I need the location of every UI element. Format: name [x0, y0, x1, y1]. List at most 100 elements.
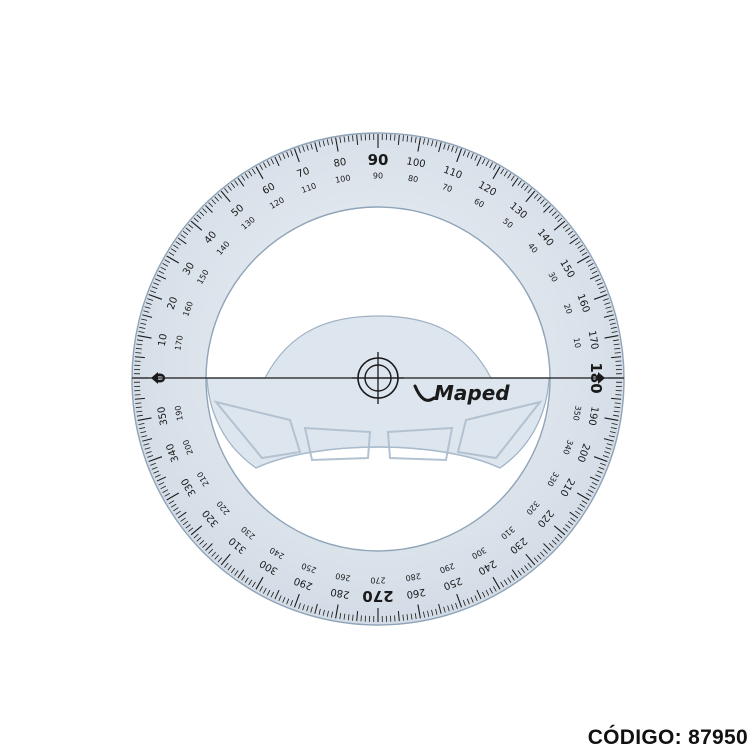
- scale-tick: [335, 137, 339, 152]
- scale-tick: [406, 614, 409, 621]
- scale-tick: [156, 274, 167, 280]
- scale-tick: [586, 493, 592, 497]
- scale-tick: [144, 447, 151, 450]
- scale-tick: [517, 180, 522, 186]
- scale-tick: [543, 548, 548, 554]
- scale-tick: [237, 569, 245, 579]
- scale-tick: [310, 606, 313, 613]
- scale-tick: [220, 553, 231, 566]
- scale-label: 350: [571, 405, 583, 422]
- scale-tick: [577, 507, 583, 512]
- scale-tick: [517, 570, 522, 576]
- scale-tick: [507, 173, 512, 179]
- scale-label: 190: [586, 406, 600, 427]
- scale-tick: [135, 347, 142, 350]
- scale-tick: [339, 136, 342, 143]
- protractor-ring: [131, 132, 625, 626]
- scale-tick: [511, 177, 519, 187]
- scale-tick: [208, 202, 213, 208]
- scale-tick: [188, 224, 194, 229]
- scale-tick: [175, 241, 181, 246]
- scale-tick: [158, 270, 165, 275]
- scale-tick: [581, 251, 588, 256]
- scale-tick: [605, 447, 612, 450]
- scale-tick: [589, 485, 596, 490]
- scale-tick: [598, 286, 605, 290]
- scale-label: 80: [333, 157, 347, 170]
- scale-tick: [180, 234, 186, 239]
- scale-tick: [143, 310, 150, 313]
- scale-tick: [322, 609, 325, 616]
- scale-tick: [485, 589, 490, 596]
- scale-tick: [302, 145, 305, 152]
- scale-tick: [356, 611, 359, 622]
- scale-tick: [142, 438, 153, 442]
- scale-tick: [136, 410, 143, 413]
- scale-tick: [447, 605, 450, 612]
- scale-tick: [562, 527, 568, 532]
- scale-tick: [190, 220, 203, 231]
- scale-label: 100: [335, 173, 352, 185]
- scale-tick: [286, 598, 290, 605]
- scale-tick: [606, 443, 613, 446]
- scale-tick: [423, 138, 425, 145]
- scale-tick: [156, 476, 167, 482]
- scale-tick: [148, 456, 163, 463]
- scale-tick: [352, 614, 354, 621]
- product-code: CÓDIGO: 87950: [587, 726, 748, 749]
- scale-tick: [551, 211, 557, 216]
- scale-tick: [456, 148, 463, 163]
- scale-label: 170: [586, 330, 600, 351]
- scale-tick: [259, 164, 263, 170]
- scale-tick: [525, 553, 536, 566]
- scale-tick: [145, 302, 152, 305]
- scale-tick: [230, 182, 236, 189]
- scale-tick: [543, 202, 548, 208]
- scale-tick: [266, 589, 271, 596]
- scale-tick: [595, 278, 602, 282]
- scale-tick: [524, 185, 529, 191]
- scale-label: 70: [441, 182, 454, 194]
- scale-tick: [604, 417, 619, 421]
- scale-label: 0: [151, 373, 169, 383]
- scale-tick: [244, 577, 249, 583]
- scale-tick: [577, 244, 583, 249]
- scale-tick: [581, 500, 588, 505]
- scale-tick: [485, 160, 490, 167]
- scale-tick: [595, 474, 602, 478]
- scale-tick: [234, 570, 239, 576]
- scale-tick: [237, 177, 245, 187]
- scale-tick: [600, 290, 606, 294]
- scale-tick: [492, 576, 501, 590]
- scale-tick: [569, 237, 579, 245]
- scale-tick: [211, 199, 216, 205]
- lower-window-edge: [255, 446, 501, 469]
- scale-tick: [489, 162, 493, 169]
- scale-tick: [435, 608, 438, 615]
- scale-tick: [182, 520, 189, 526]
- scale-tick: [137, 335, 152, 339]
- scale-tick: [431, 609, 434, 616]
- scale-tick: [139, 427, 146, 430]
- scale-tick: [217, 557, 223, 563]
- maped-logo: Maped: [413, 381, 510, 405]
- scale-tick: [248, 170, 253, 177]
- scale-tick: [306, 144, 309, 151]
- scale-tick: [614, 402, 621, 404]
- scale-tick: [593, 293, 608, 300]
- scale-tick: [596, 470, 603, 474]
- scale-tick: [298, 602, 301, 609]
- scale-tick: [274, 589, 280, 600]
- scale-tick: [510, 175, 515, 181]
- scale-label: 100: [406, 156, 427, 170]
- scale-tick: [241, 175, 246, 181]
- scale-tick: [241, 575, 246, 581]
- scale-label: 90: [373, 172, 383, 181]
- scale-tick: [586, 259, 592, 263]
- triangle-pointer-icon: [151, 372, 158, 384]
- scale-tick: [224, 188, 229, 194]
- scale-tick: [557, 217, 563, 223]
- scale-tick: [143, 443, 150, 446]
- scale-tick: [414, 136, 417, 143]
